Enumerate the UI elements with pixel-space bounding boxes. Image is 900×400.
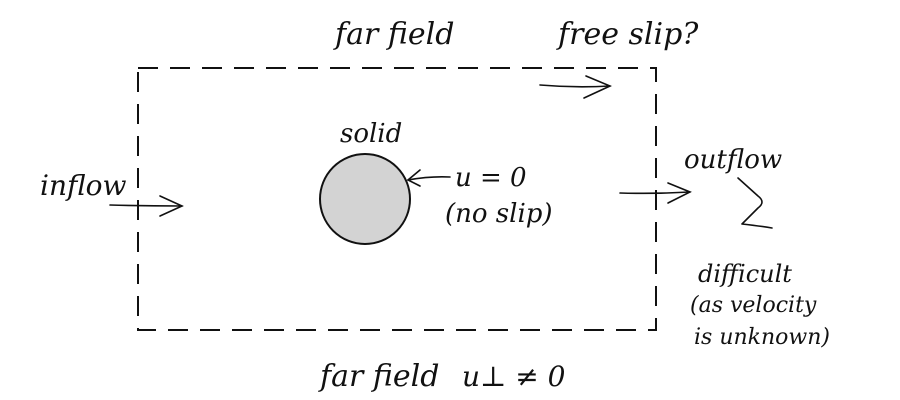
inflow-label: inflow xyxy=(40,169,127,202)
difficult-note-line-3: is unknown) xyxy=(694,325,830,350)
difficult-note-line-1: difficult xyxy=(698,260,792,288)
far-field-top-label: far field xyxy=(333,17,454,52)
no-slip-equation: u = 0 xyxy=(455,163,527,193)
inflow-arrow-icon xyxy=(109,195,184,217)
far-field-bottom-label: far field xyxy=(318,359,439,394)
no-slip-arrow-icon xyxy=(406,169,451,187)
solid-label: solid xyxy=(340,119,402,149)
free-slip-arrow-icon xyxy=(539,75,612,99)
difficult-note-line-2: (as velocity xyxy=(690,293,817,318)
far-field-bottom-equation: u⊥ ≠ 0 xyxy=(462,360,565,393)
solid-obstacle-icon xyxy=(319,153,411,245)
no-slip-note: (no slip) xyxy=(445,199,553,229)
leads-to-squiggle-icon xyxy=(737,177,773,229)
outflow-arrow-icon xyxy=(619,182,692,204)
domain-boundary xyxy=(137,67,657,331)
outflow-label: outflow xyxy=(684,145,782,175)
free-slip-label: free slip? xyxy=(556,17,699,52)
